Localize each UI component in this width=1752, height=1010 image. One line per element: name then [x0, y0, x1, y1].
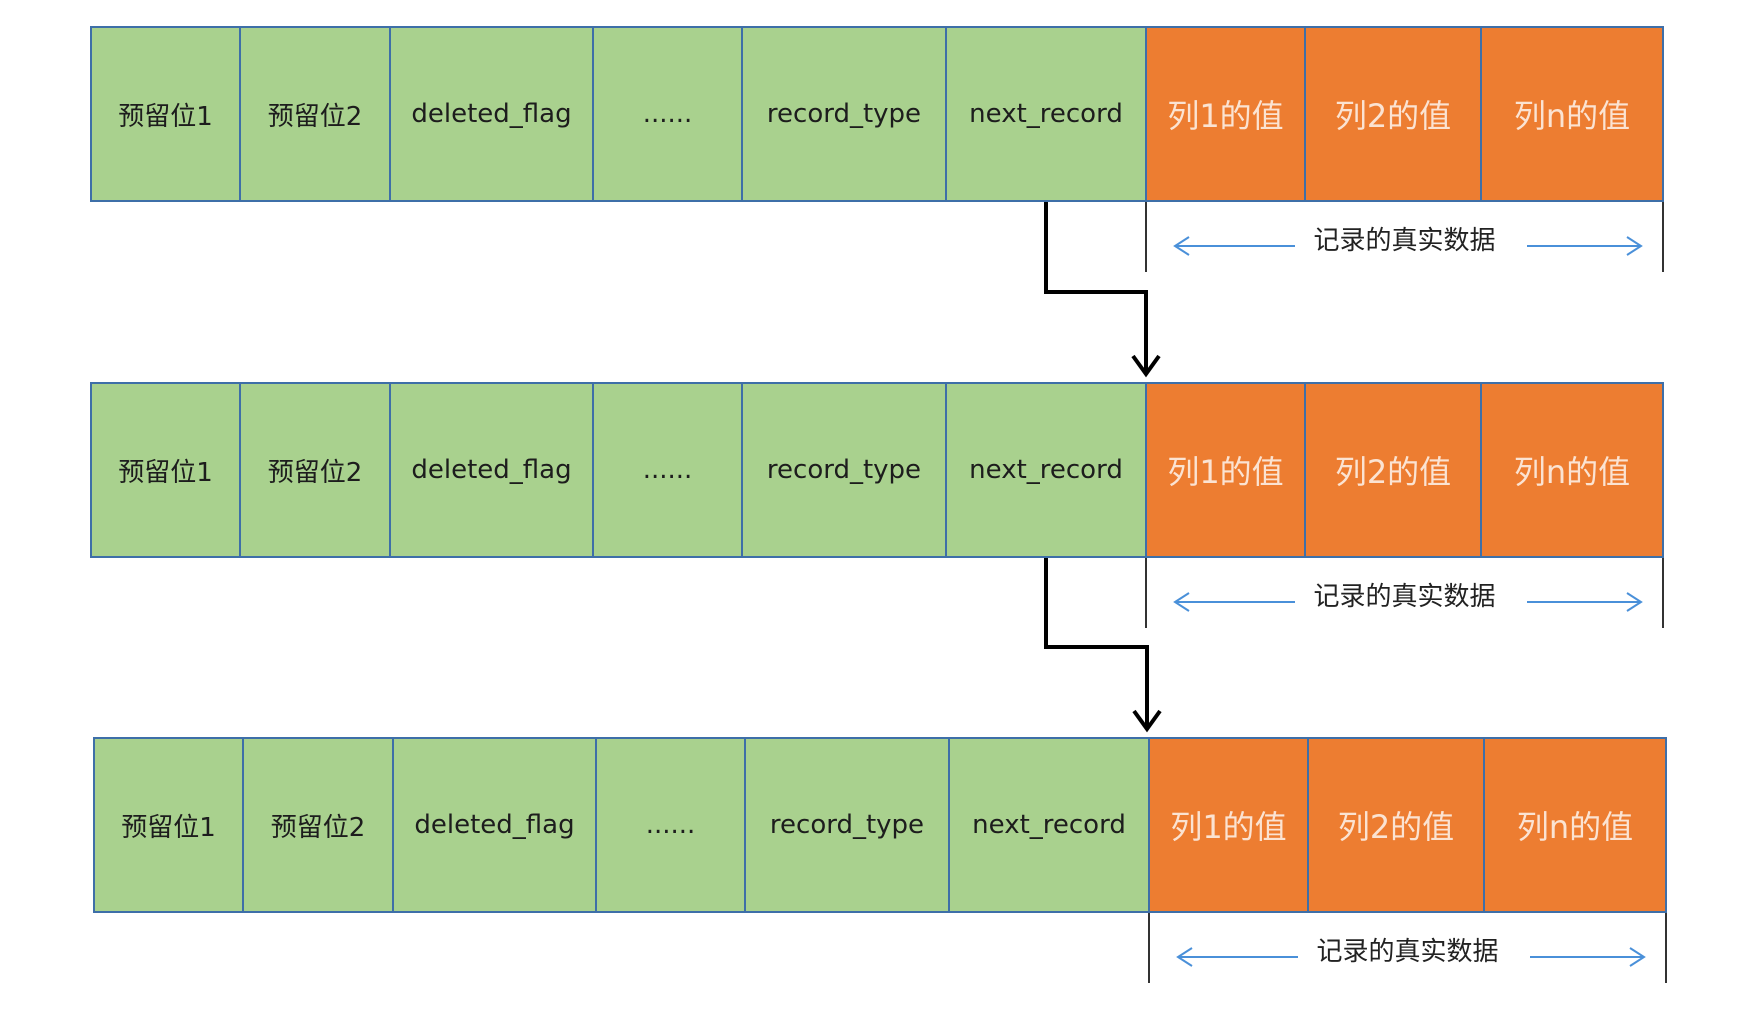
value-column-2: 列2的值 — [1309, 739, 1485, 911]
data-range-label: 记录的真实数据 — [1313, 582, 1496, 612]
left-arrowhead — [1173, 592, 1190, 612]
field-record-type: record_type — [743, 384, 947, 556]
data-range-bracket-3: 记录的真实数据 — [1148, 913, 1667, 983]
field-ellipsis: ...... — [597, 739, 746, 911]
field-reserved-1: 预留位1 — [95, 739, 244, 911]
data-range-label: 记录的真实数据 — [1313, 226, 1496, 256]
field-record-type: record_type — [746, 739, 950, 911]
range-tick-left — [1145, 202, 1147, 272]
record-row-2: 预留位1 预留位2 deleted_flag ...... record_typ… — [90, 382, 1664, 558]
field-ellipsis: ...... — [594, 384, 743, 556]
field-reserved-1: 预留位1 — [92, 384, 241, 556]
range-tick-right — [1662, 558, 1664, 628]
range-tick-right — [1665, 913, 1667, 983]
data-range-bracket-1: 记录的真实数据 — [1145, 202, 1664, 272]
range-tick-left — [1148, 913, 1150, 983]
field-deleted-flag: deleted_flag — [391, 384, 594, 556]
field-reserved-2: 预留位2 — [244, 739, 394, 911]
right-arrowhead — [1626, 592, 1643, 612]
field-next-record: next_record — [950, 739, 1150, 911]
arrowhead-2-3 — [1132, 709, 1162, 733]
field-deleted-flag: deleted_flag — [394, 739, 597, 911]
record-row-1: 预留位1 预留位2 deleted_flag ...... record_typ… — [90, 26, 1664, 202]
record-row-3: 预留位1 预留位2 deleted_flag ...... record_typ… — [93, 737, 1667, 913]
value-column-n: 列n的值 — [1482, 384, 1662, 556]
value-column-2: 列2的值 — [1306, 384, 1482, 556]
value-column-1: 列1的值 — [1147, 384, 1306, 556]
field-next-record: next_record — [947, 28, 1147, 200]
field-deleted-flag: deleted_flag — [391, 28, 594, 200]
field-reserved-1: 预留位1 — [92, 28, 241, 200]
range-arrows — [1173, 592, 1643, 612]
right-arrowhead — [1626, 236, 1643, 256]
field-record-type: record_type — [743, 28, 947, 200]
data-range-label: 记录的真实数据 — [1316, 937, 1499, 967]
value-column-n: 列n的值 — [1485, 739, 1665, 911]
connector-1-2 — [1044, 202, 1148, 372]
value-column-1: 列1的值 — [1150, 739, 1309, 911]
left-arrowhead — [1173, 236, 1190, 256]
field-ellipsis: ...... — [594, 28, 743, 200]
field-reserved-2: 预留位2 — [241, 28, 391, 200]
arrowhead-1-2 — [1131, 354, 1161, 378]
value-column-1: 列1的值 — [1147, 28, 1306, 200]
data-range-bracket-2: 记录的真实数据 — [1145, 558, 1664, 628]
left-arrowhead — [1176, 947, 1193, 967]
range-tick-left — [1145, 558, 1147, 628]
range-tick-right — [1662, 202, 1664, 272]
range-arrows — [1176, 947, 1646, 967]
value-column-n: 列n的值 — [1482, 28, 1662, 200]
range-arrows — [1173, 236, 1643, 256]
value-column-2: 列2的值 — [1306, 28, 1482, 200]
connector-2-3 — [1044, 558, 1149, 727]
field-next-record: next_record — [947, 384, 1147, 556]
field-reserved-2: 预留位2 — [241, 384, 391, 556]
right-arrowhead — [1629, 947, 1646, 967]
